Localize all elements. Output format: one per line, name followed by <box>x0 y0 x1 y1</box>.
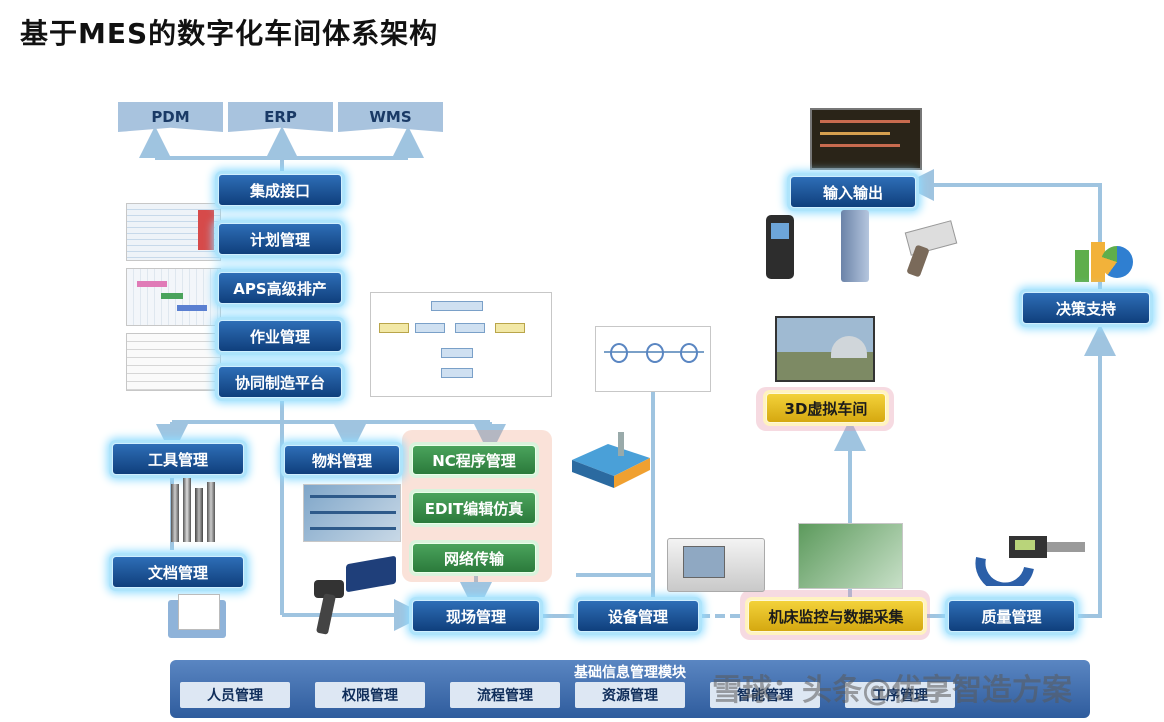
cutting-tools-image <box>165 478 225 546</box>
collaborative-manufacturing-box: 协同制造平台 <box>218 366 342 398</box>
micrometer-image <box>975 528 1087 593</box>
personnel-management-item: 人员管理 <box>180 682 290 708</box>
edit-simulation-box: EDIT编辑仿真 <box>412 492 536 524</box>
document-management-box: 文档管理 <box>112 556 244 588</box>
intelligent-management-item: 智能管理 <box>710 682 820 708</box>
operation-management-box: 作业管理 <box>218 320 342 352</box>
process-flowchart-image <box>370 292 552 397</box>
quality-management-box: 质量管理 <box>948 600 1075 632</box>
base-module-title: 基础信息管理模块 <box>574 665 686 681</box>
machine-monitoring-box: 机床监控与数据采集 <box>748 600 924 632</box>
operation-step-item: 工序管理 <box>845 682 955 708</box>
analytics-chart-image <box>1075 236 1135 284</box>
input-output-box: 输入输出 <box>790 176 916 208</box>
erp-system: ERP <box>228 102 333 132</box>
kiosk-terminal-image <box>835 210 875 282</box>
resource-management-item: 资源管理 <box>575 682 685 708</box>
watermark-text: 雪球：头条@优享智造方案 <box>712 673 1072 708</box>
cnc-machine-image <box>667 530 767 592</box>
barcode-reader-image <box>897 220 958 278</box>
work-order-image <box>126 333 221 391</box>
3d-virtual-workshop-box: 3D虚拟车间 <box>766 393 886 423</box>
planning-screenshot-image <box>126 203 221 261</box>
pdm-system: PDM <box>118 102 223 132</box>
warehouse-shelves-image <box>303 484 401 542</box>
machined-part-image <box>568 430 654 490</box>
planning-management-box: 计划管理 <box>218 223 342 255</box>
permission-management-item: 权限管理 <box>315 682 425 708</box>
onsite-management-box: 现场管理 <box>412 600 540 632</box>
barcode-scanner-image <box>308 580 348 636</box>
decision-support-box: 决策支持 <box>1022 292 1150 324</box>
gantt-chart-image <box>126 268 221 326</box>
handheld-terminal-image <box>760 215 800 283</box>
tool-management-box: 工具管理 <box>112 443 244 475</box>
nc-program-box: NC程序管理 <box>412 445 536 475</box>
network-transfer-box: 网络传输 <box>412 543 536 573</box>
virtual-workshop-image <box>775 316 875 382</box>
wms-system: WMS <box>338 102 443 132</box>
data-terminal-screen-image <box>810 108 922 170</box>
factory-layout-image <box>798 523 903 589</box>
equipment-management-box: 设备管理 <box>577 600 699 632</box>
aps-scheduling-box: APS高级排产 <box>218 272 342 304</box>
network-device-image <box>346 552 398 593</box>
folder-icon <box>168 594 228 640</box>
process-line-image <box>595 326 711 392</box>
integration-interface-box: 集成接口 <box>218 174 342 206</box>
base-info-module: 基础信息管理模块 人员管理 权限管理 流程管理 资源管理 智能管理 工序管理 <box>170 660 1090 718</box>
page-title: 基于MES的数字化车间体系架构 <box>20 17 439 50</box>
process-management-item: 流程管理 <box>450 682 560 708</box>
material-management-box: 物料管理 <box>284 445 400 475</box>
